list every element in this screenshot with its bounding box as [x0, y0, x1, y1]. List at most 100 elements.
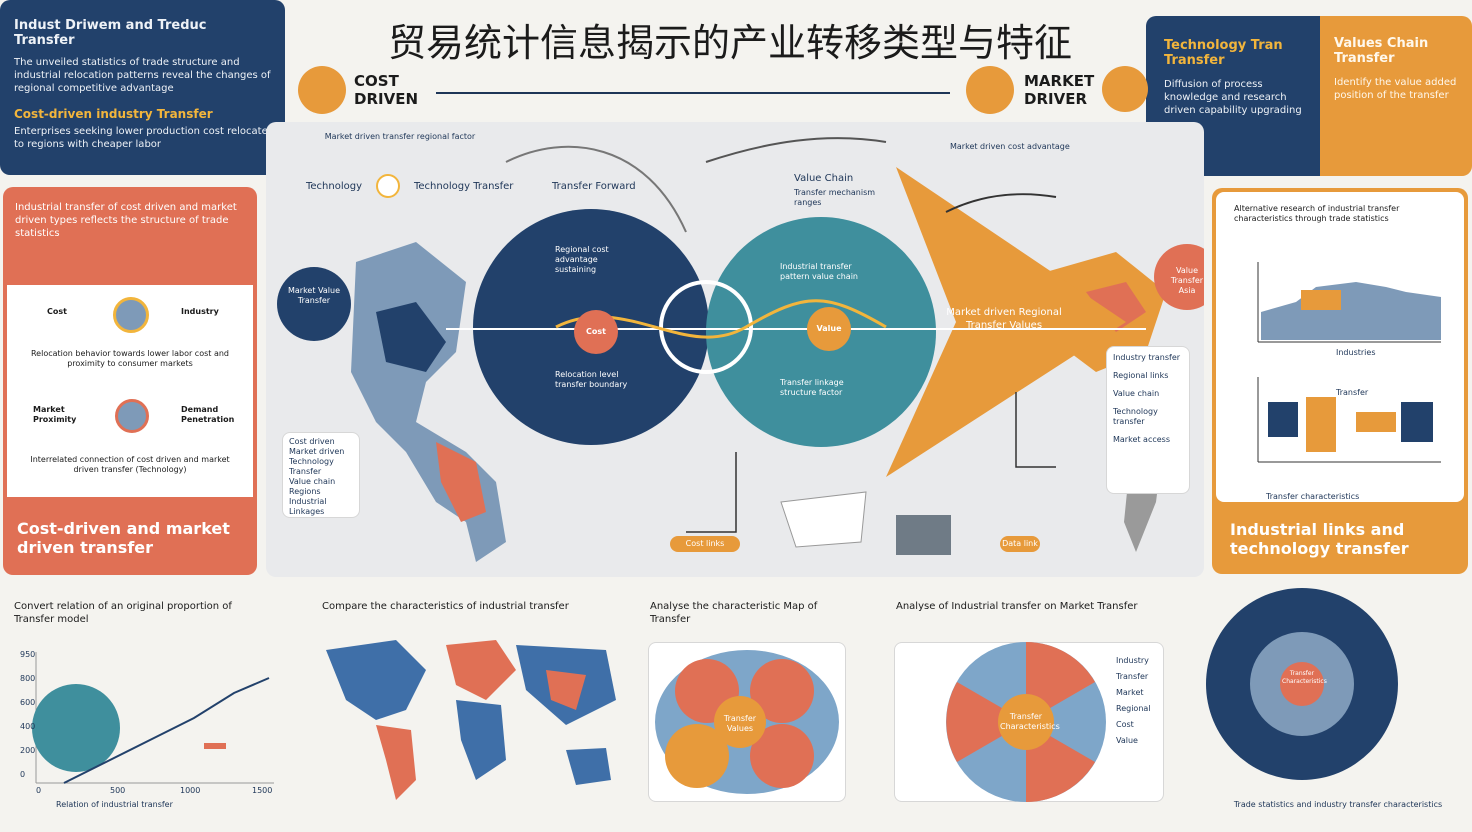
b4-legend-item: Transfer: [1116, 672, 1149, 681]
header-connector: [436, 92, 950, 94]
right-chart-label-1: Industries: [1336, 348, 1376, 357]
value-chain-label: Value Chain: [794, 173, 854, 184]
bottom-4-legend: Industry Transfer Market Regional Cost V…: [1116, 656, 1166, 746]
right-panel-white-area: Alternative research of industrial trans…: [1216, 192, 1464, 502]
market-demand-hub: [115, 399, 149, 433]
left-panel-intro: Industrial transfer of cost driven and m…: [15, 202, 237, 239]
right-chart-xlabel: Transfer characteristics: [1266, 492, 1360, 501]
demand-penetration-text: Demand Penetration: [181, 405, 235, 424]
b4-center-label: Transfer Characteristics: [1000, 712, 1060, 731]
market-accent-icon: [1102, 66, 1148, 112]
b4-legend-item: Regional: [1116, 704, 1151, 713]
americas-map-detail-2: [436, 442, 486, 522]
top-curve-arrow: [505, 145, 687, 233]
value-heading: Values Chain Transfer: [1334, 36, 1429, 66]
ship-block: [896, 515, 951, 555]
right-node: [1154, 244, 1204, 310]
tech-transfer-label: Technology Transfer: [414, 181, 514, 192]
top-curve-arrow-2: [705, 137, 887, 163]
arrow-label: Market driven Regional Transfer Values: [946, 307, 1062, 331]
callout-item: Industry transfer: [1113, 353, 1181, 362]
b1-ytick: 950: [20, 650, 36, 659]
b1-caption: Relation of industrial transfer: [56, 800, 173, 809]
cost-links-button[interactable]: Cost links: [670, 536, 740, 552]
cost-icon: [298, 66, 346, 114]
link-chain: [555, 299, 887, 339]
card-subbody: Enterprises seeking lower production cos…: [14, 126, 268, 150]
left-panel-footer: Cost-driven and market driven transfer: [17, 519, 230, 557]
left-node: [277, 267, 351, 341]
value-body: Identify the value added position of the…: [1334, 77, 1457, 101]
callout-box: Industry transfer Regional links Value c…: [1106, 346, 1190, 494]
b1-ytick: 400: [20, 722, 36, 731]
card-body: The unveiled statistics of trade structu…: [14, 57, 271, 94]
teal-circle-text-1: Industrial transfer pattern value chain: [780, 262, 858, 281]
b1-ytick: 200: [20, 746, 36, 755]
b4-legend-item: Value: [1116, 736, 1138, 745]
legend-item: Industrial: [289, 497, 327, 506]
americas-map-detail: [376, 302, 446, 372]
value-chain-sub: Transfer mechanism ranges: [794, 188, 876, 207]
asia-map-detail: [1086, 282, 1146, 332]
b5-center-label: Transfer Characteristics: [1282, 670, 1327, 685]
cost-industry-hub: [113, 297, 149, 333]
left-mid-text: Relocation behavior towards lower labor …: [30, 349, 229, 368]
tech-body: Diffusion of process knowledge and resea…: [1164, 79, 1302, 116]
right-panel-chart: [1257, 262, 1441, 463]
tech-heading: Technology Tran Transfer: [1164, 38, 1283, 68]
main-top-note-1: Market driven transfer regional factor: [324, 132, 476, 141]
legend-item: Technology: [289, 457, 334, 466]
right-panel-intro: Alternative research of industrial trans…: [1234, 204, 1400, 223]
b1-ytick: 600: [20, 698, 36, 707]
legend-item: Regions: [289, 487, 321, 496]
bottom-3-title: Analyse the characteristic Map of Transf…: [650, 601, 818, 625]
callout-item: Market access: [1113, 435, 1170, 444]
cost-node-label: Cost: [586, 327, 606, 336]
b4-legend-item: Market: [1116, 688, 1144, 697]
left-panel: Industrial transfer of cost driven and m…: [3, 187, 257, 575]
legend-item: Cost driven: [289, 437, 335, 446]
bottom-3-venn: [655, 650, 839, 794]
left-bottom-text: Interrelated connection of cost driven a…: [30, 455, 230, 474]
market-driver-label: MARKET DRIVER: [1024, 72, 1095, 108]
navy-circle-text-2: Relocation level transfer boundary: [555, 370, 628, 389]
value-node: [807, 307, 851, 351]
b4-legend-item: Cost: [1116, 720, 1134, 729]
cost-node-text: Cost: [47, 307, 67, 316]
industry-node-text: Industry: [181, 307, 219, 316]
market-proximity-text: Market Proximity: [33, 405, 77, 424]
b1-ytick: 0: [20, 770, 26, 779]
b1-xtick: 500: [110, 786, 126, 795]
ship-illustration: [780, 491, 867, 548]
b1-ytick: 800: [20, 674, 36, 683]
card-heading: Indust Driwem and Treduc Transfer: [14, 18, 207, 48]
bottom-5-center: [1280, 662, 1324, 706]
transfer-arrow: [886, 167, 1126, 477]
transfer-label: Transfer Forward: [552, 181, 636, 192]
left-panel-white-area: Cost Industry Relocation behavior toward…: [7, 285, 253, 497]
right-panel-footer: Industrial links and technology transfer: [1230, 520, 1409, 558]
b1-xtick: 1500: [252, 786, 273, 795]
bottom-4-pie: [946, 642, 1106, 802]
callout-item: Value chain: [1113, 389, 1160, 398]
tech-badge-icon: [376, 174, 400, 198]
card-subheading: Cost-driven industry Transfer: [14, 107, 213, 121]
navy-circle-text-1: Regional cost advantage sustaining: [555, 245, 609, 274]
right-chart-label-2: Transfer: [1336, 388, 1369, 397]
legend-item: Linkages: [289, 507, 325, 516]
bottom-connector-2: [1015, 392, 1056, 468]
b3-center-label: Transfer Values: [723, 714, 757, 733]
legend-item: Transfer: [289, 467, 322, 476]
link-ring: [659, 280, 753, 374]
b4-legend-item: Industry: [1116, 656, 1149, 665]
bottom-4-title: Analyse of Industrial transfer on Market…: [896, 601, 1138, 612]
top-right-card: Technology Tran Transfer Diffusion of pr…: [1146, 16, 1472, 176]
market-icon: [966, 66, 1014, 114]
page-title: 贸易统计信息揭示的产业转移类型与特征: [387, 21, 1072, 65]
right-curve-arrow: [945, 193, 1057, 213]
bottom-2-title: Compare the characteristics of industria…: [322, 601, 569, 612]
cost-node: [574, 310, 618, 354]
right-panel: Alternative research of industrial trans…: [1212, 188, 1468, 574]
data-link-button[interactable]: Data link: [1000, 536, 1040, 552]
main-top-note-2: Market driven cost advantage: [950, 142, 1070, 151]
